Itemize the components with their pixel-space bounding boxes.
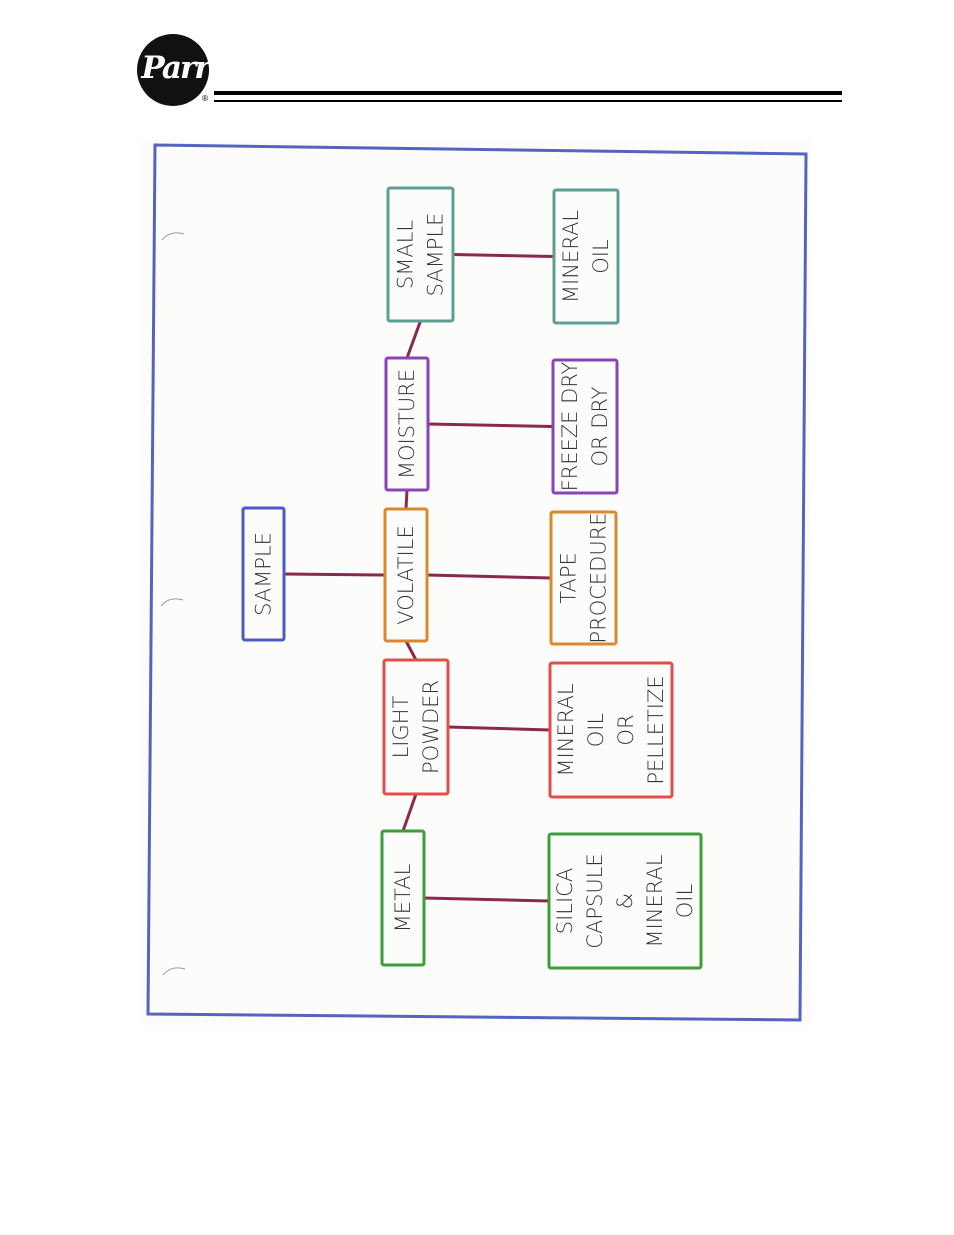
node-label-silica-capsule: SILICA [553,868,577,934]
node-label-silica-capsule: OIL [673,883,697,918]
node-box-small-sample [386,186,455,323]
node-metal: METAL [380,829,426,967]
node-label-light-powder: POWDER [419,680,443,774]
registered-mark: ® [201,94,209,103]
node-label-small-sample: SMALL [394,220,418,290]
node-label-freeze-dry: OR DRY [588,386,612,466]
header-rule-thin [214,100,842,102]
node-box-light-powder [382,658,450,796]
node-box-sample [241,506,286,642]
node-label-mineral-oil-pelletize: PELLETIZE [644,675,668,784]
logo-text: Parr [141,50,210,86]
connector-sample-to-volatile [283,572,386,577]
node-label-light-powder: LIGHT [389,695,413,758]
node-label-tape-procedure: TAPE [557,552,581,604]
node-label-mineral-oil: OIL [589,239,613,274]
node-moisture: MOISTURE [384,356,430,492]
diagram-frame [146,143,808,1022]
connector-volatile-to-tape-procedure [426,573,552,580]
node-label-silica-capsule: MINERAL [643,854,667,947]
node-label-metal: METAL [391,863,415,932]
node-label-silica-capsule: CAPSULE [583,853,607,948]
node-box-mineral-oil-pelletize [548,661,674,799]
node-box-moisture [384,356,430,492]
node-label-mineral-oil: MINERAL [559,210,583,303]
connector-moisture-to-freeze-dry [427,422,554,428]
node-label-silica-capsule: & [613,893,637,909]
node-sample: SAMPLE [241,506,286,642]
node-box-freeze-dry [551,358,619,495]
node-label-freeze-dry: FREEZE DRY [558,361,582,491]
node-label-volatile: VOLATILE [394,525,418,624]
node-box-metal [380,829,426,967]
node-box-tape-procedure [549,510,618,646]
node-volatile: VOLATILE [383,507,429,643]
node-box-silica-capsule [547,832,703,970]
node-label-sample: SAMPLE [252,532,276,616]
node-label-small-sample: SAMPLE [424,213,448,297]
connector-light-powder-to-mineral-oil-pelletize [447,725,551,732]
node-label-mineral-oil-pelletize: OIL [584,712,608,747]
binder-hole-mark [160,598,184,607]
node-box-mineral-oil [552,188,620,325]
parr-logo: Parr ® [137,34,212,109]
node-box-volatile [383,507,429,643]
logo-circle [137,34,209,106]
binder-hole-mark [161,232,185,241]
node-label-moisture: MOISTURE [395,369,419,479]
node-label-tape-procedure: PROCEDURE [587,512,611,643]
node-label-mineral-oil-pelletize: MINERAL [554,683,578,776]
connector-volatile-to-moisture [404,489,409,510]
scanned-page [140,140,810,1025]
node-label-mineral-oil-pelletize: OR [614,714,638,745]
connector-small-sample-to-mineral-oil [452,253,555,258]
connector-metal-to-light-powder [401,793,418,832]
binder-hole-mark [162,967,186,976]
connector-moisture-to-small-sample [405,320,422,359]
header-rule-thick [214,91,842,95]
connector-layer [283,253,555,903]
connector-metal-to-silica-capsule [423,896,550,903]
connector-light-powder-to-volatile [404,640,418,661]
